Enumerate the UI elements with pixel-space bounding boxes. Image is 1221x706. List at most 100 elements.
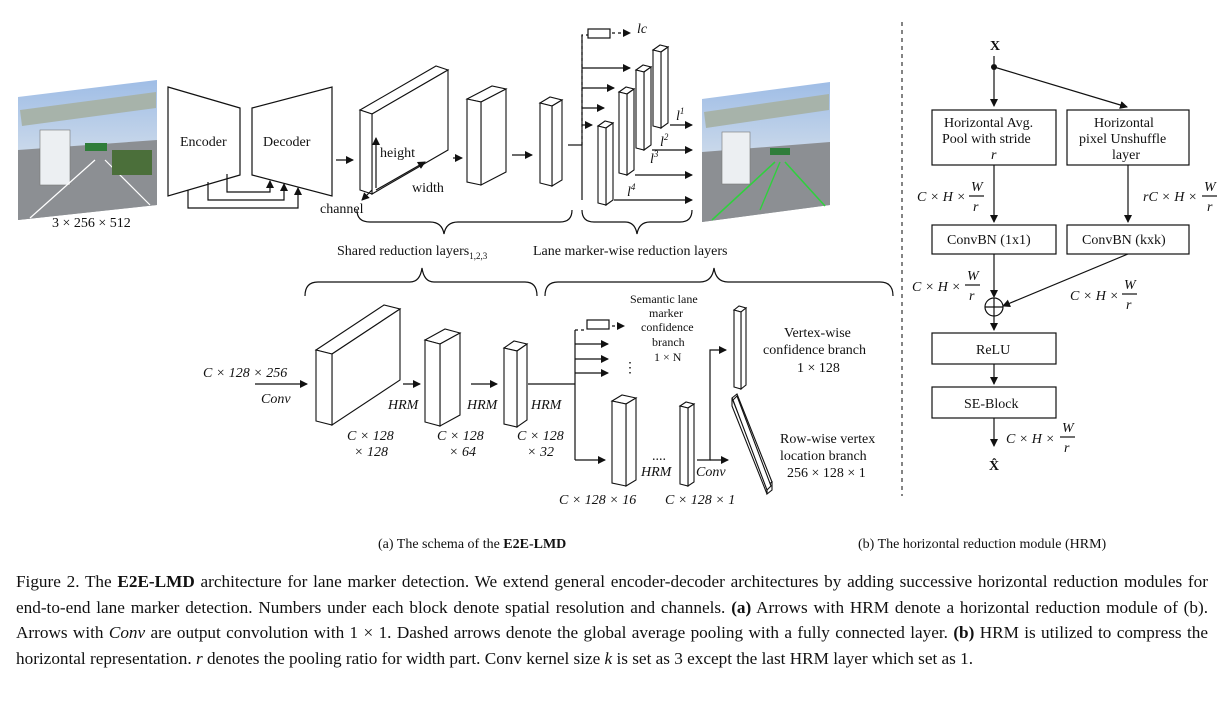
dim-left-2: C × H × W r [912, 269, 980, 304]
input-dim-label: C × 128 × 256 [203, 366, 287, 381]
unshuffle-line-3: layer [1112, 148, 1140, 163]
semantic-branch-2: marker [649, 306, 683, 320]
feature-cube [358, 65, 450, 201]
slab-3 [502, 340, 529, 429]
dim-2b: × 64 [449, 445, 476, 460]
shared-label: Shared reduction layers1,2,3 [337, 244, 488, 261]
slab-2 [423, 328, 462, 427]
dim-3a: C × 128 [517, 429, 564, 444]
relu-label: ReLU [976, 343, 1010, 358]
svg-text:C × H ×: C × H × [1006, 432, 1055, 447]
slab-1 [314, 304, 402, 427]
hpool-box [931, 109, 1057, 166]
lane-label-1: l1 [676, 106, 684, 124]
slab-5 [678, 401, 696, 488]
svg-text:r: r [973, 200, 979, 215]
output-xhat-label: X̂ [989, 457, 999, 474]
svg-text:C × H ×: C × H × [1070, 289, 1119, 304]
input-road-image [18, 80, 157, 220]
caption-b: (b) The horizontal reduction module (HRM… [858, 537, 1107, 552]
small-dim-1: C × 128 × 16 [559, 493, 636, 508]
output-road-image [702, 82, 830, 222]
reduction-cuboid-1 [465, 85, 508, 186]
dim-2a: C × 128 [437, 429, 484, 444]
convbn1-label: ConvBN (1x1) [947, 233, 1031, 248]
svg-text:rC × H ×: rC × H × [1143, 190, 1197, 205]
hrm-label-2: HRM [466, 398, 499, 413]
hpool-line-2: Pool with stride [942, 132, 1031, 147]
cube-height-label: height [380, 146, 415, 161]
row-branch-3: 256 × 128 × 1 [787, 466, 866, 481]
conv-label-1: Conv [261, 392, 291, 407]
lanewise-brace-top [581, 209, 693, 235]
dots-label: .... [652, 449, 666, 464]
svg-text:W: W [971, 180, 984, 195]
svg-text:r: r [1126, 298, 1132, 313]
lane-label-2: l2 [660, 132, 669, 150]
seblock-label: SE-Block [964, 397, 1018, 412]
input-size-label: 3 × 256 × 512 [52, 216, 131, 231]
skip-connections [187, 174, 302, 209]
slab-4 [610, 394, 638, 487]
shared-brace-bottom [304, 267, 538, 297]
cube-channel-label: channel [320, 202, 364, 217]
dim-right-2: C × H × W r [1070, 278, 1137, 313]
hrm-label-4: HRM [640, 465, 673, 480]
row-branch-1: Row-wise vertex [780, 432, 875, 447]
lc-label: lc [637, 22, 648, 37]
add-node-icon [984, 297, 1004, 317]
lanewise-brace-bottom [544, 267, 894, 297]
figure-caption: Figure 2. The E2E-LMD architecture for l… [16, 572, 1209, 668]
caption-a: (a) The schema of the E2E-LMD [378, 537, 566, 552]
architecture-figure: 3 × 256 × 512 Encoder Decoder height wid… [18, 22, 1217, 552]
unshuffle-line-1: Horizontal [1094, 116, 1154, 131]
dim-left-1: C × H × W r [917, 180, 984, 215]
convbnk-box [1066, 224, 1190, 255]
svg-text:C × H ×: C × H × [917, 190, 966, 205]
arrow-to-vertex [697, 346, 727, 461]
semantic-branch-1: Semantic lane [630, 292, 698, 306]
hrm-label-1: HRM [387, 398, 420, 413]
hpool-line-1: Horizontal Avg. [944, 116, 1033, 131]
conv-label-2: Conv [696, 465, 726, 480]
svg-text:⋮: ⋮ [623, 361, 637, 376]
row-output [731, 393, 773, 496]
relu-box [931, 332, 1057, 365]
vertex-branch-3: 1 × 128 [797, 361, 840, 376]
dim-3b: × 32 [527, 445, 554, 460]
svg-text:r: r [1207, 200, 1213, 215]
semantic-branch-5: 1 × N [654, 350, 682, 364]
encoder-block [167, 86, 241, 197]
vertex-branch-1: Vertex-wise [784, 326, 851, 341]
row-branch-2: location branch [780, 449, 867, 464]
svg-text:W: W [1204, 180, 1217, 195]
lower-branches: ⋮ [528, 319, 637, 464]
arrow-to-unshuffle [993, 66, 1128, 109]
encoder-label: Encoder [180, 135, 227, 150]
arrow-right-to-add [1002, 253, 1129, 308]
dim-1a: C × 128 [347, 429, 394, 444]
svg-text:r: r [969, 289, 975, 304]
cube-width-label: width [412, 181, 444, 196]
svg-text:C × H ×: C × H × [912, 280, 961, 295]
semantic-branch-3: confidence [641, 320, 694, 334]
lanewise-label: Lane marker-wise reduction layers [533, 244, 727, 259]
svg-text:W: W [1124, 278, 1137, 293]
hpool-line-3: r [991, 148, 997, 163]
convbn1-box [931, 224, 1057, 255]
convbnk-label: ConvBN (kxk) [1082, 233, 1166, 248]
unshuffle-box [1066, 109, 1190, 166]
dim-1b: × 128 [354, 445, 388, 460]
lane-label-4: l4 [627, 182, 636, 200]
reduction-cuboid-2 [538, 96, 564, 187]
input-x-label: X [990, 39, 1000, 54]
dim-out: C × H × W r [1006, 421, 1075, 456]
unshuffle-line-2: pixel Unshuffle [1079, 132, 1166, 147]
svg-text:W: W [967, 269, 980, 284]
hrm-label-3: HRM [530, 398, 563, 413]
lane-label-3: l3 [650, 149, 659, 167]
semantic-branch-4: branch [652, 335, 685, 349]
svg-text:r: r [1064, 441, 1070, 456]
decoder-label: Decoder [263, 135, 311, 150]
shared-brace-top [356, 209, 573, 235]
